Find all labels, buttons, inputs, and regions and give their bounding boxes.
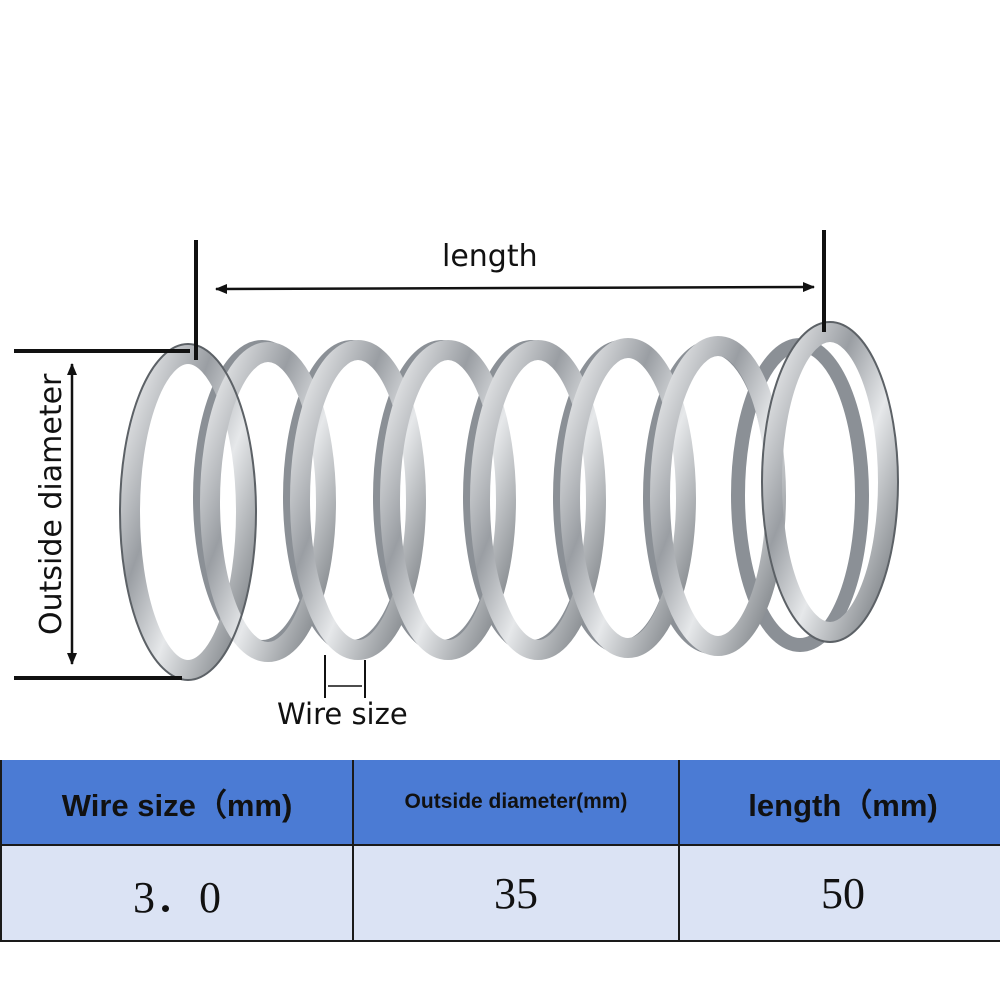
spec-table: Wire size（mm) Outside diameter(mm) lengt… — [0, 760, 1000, 942]
table-row: 3．0 35 50 — [0, 844, 1000, 942]
wire-size-label: Wire size — [277, 697, 408, 731]
spring-diagram: length Outside diameter Wire size — [14, 230, 899, 731]
length-dimension — [194, 230, 826, 360]
spring-coils — [120, 322, 898, 680]
wire-size-dimension — [324, 655, 366, 698]
header-wire-size: Wire size（mm) — [0, 760, 354, 846]
outside-diameter-dimension — [14, 349, 190, 680]
header-length: length（mm) — [678, 760, 1000, 846]
value-outside-diameter: 35 — [352, 844, 680, 942]
table-header-row: Wire size（mm) Outside diameter(mm) lengt… — [0, 760, 1000, 846]
header-outside-diameter: Outside diameter(mm) — [352, 760, 680, 846]
spring-illustration — [14, 230, 899, 698]
length-label: length — [442, 239, 538, 274]
value-wire-size: 3．0 — [0, 844, 354, 942]
value-length: 50 — [678, 844, 1000, 942]
outside-diameter-label: Outside diameter — [34, 373, 69, 635]
